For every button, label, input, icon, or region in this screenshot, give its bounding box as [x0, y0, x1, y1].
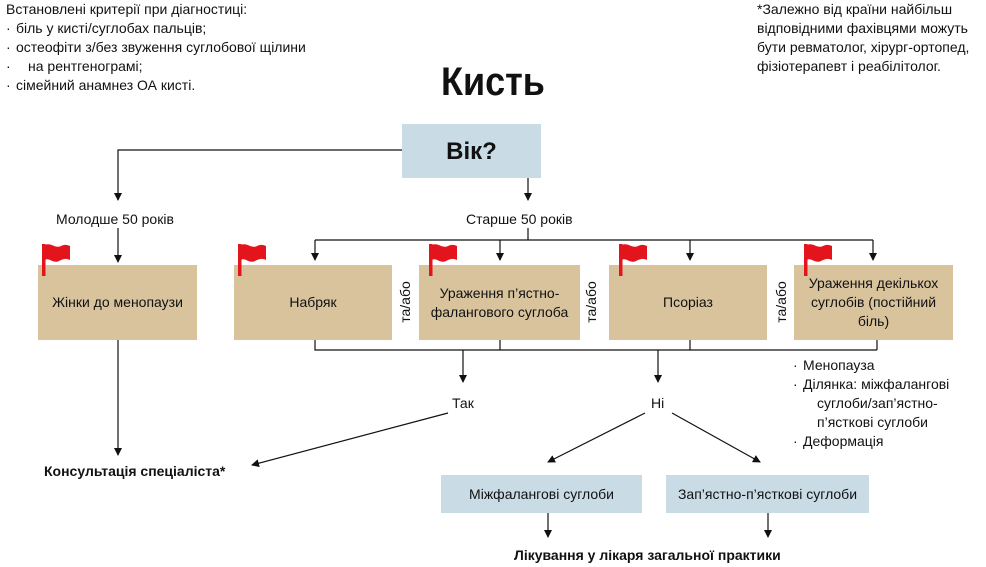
red-flag-icon — [619, 244, 647, 276]
no-label: Ні — [651, 395, 665, 411]
red-flag-icon — [429, 244, 457, 276]
criteria-item: біль у кисті/суглобах пальців; — [6, 19, 336, 38]
psoriasis-box: Псоріаз — [609, 265, 767, 340]
specialist-consultation-label: Консультація спеціаліста* — [44, 463, 226, 479]
page-title: Кисть — [441, 60, 545, 104]
criteria-item: сімейний анамнез ОА кисті. — [6, 76, 336, 95]
and-or-label: та/або — [397, 281, 413, 323]
yes-label: Так — [452, 395, 474, 411]
branch-under-50-label: Молодше 50 років — [56, 211, 174, 227]
age-question-box: Вік? — [402, 124, 541, 178]
diagnostic-criteria: Встановлені критерії при діагностиці: бі… — [6, 0, 336, 95]
symptom-item-cont: п’ясткові суглоби — [817, 414, 928, 430]
red-flag-icon — [238, 244, 266, 276]
and-or-label: та/або — [773, 281, 789, 323]
criteria-heading: Встановлені критерії при діагностиці: — [6, 1, 248, 17]
symptom-item: Менопауза — [793, 356, 983, 375]
mcp-joint-box: Ураження п’ястно-фалангового суглоба — [419, 265, 580, 340]
carpometacarpal-joints-box: Зап’ястно-п’ясткові суглоби — [666, 475, 869, 513]
symptom-item-cont: суглоби/зап’ястно- — [817, 395, 938, 411]
specialist-footnote: *Залежно від країни найбільш відповідним… — [757, 1, 970, 74]
symptom-list: Менопауза Ділянка: міжфалангові суглоби/… — [793, 356, 983, 451]
criteria-item: остеофіти з/без звуження суглобової щіли… — [6, 38, 336, 57]
red-flag-icon — [42, 244, 70, 276]
women-premenopause-box: Жінки до менопаузи — [38, 265, 197, 340]
gp-treatment-label: Лікування у лікаря загальної практики — [514, 547, 781, 563]
interphalangeal-joints-box: Міжфалангові суглоби — [441, 475, 642, 513]
criteria-item-cont: на рентгенограмі; — [28, 58, 143, 74]
multiple-joints-box: Ураження декількох суглобів (постійний б… — [794, 265, 953, 340]
criteria-item: на рентгенограмі; — [6, 57, 336, 76]
branch-over-50-label: Старше 50 років — [466, 211, 573, 227]
red-flag-icon — [804, 244, 832, 276]
symptom-item: Ділянка: міжфалангові — [793, 375, 983, 394]
symptom-item: Деформація — [793, 432, 983, 451]
and-or-label: та/або — [583, 281, 599, 323]
swelling-box: Набряк — [234, 265, 392, 340]
